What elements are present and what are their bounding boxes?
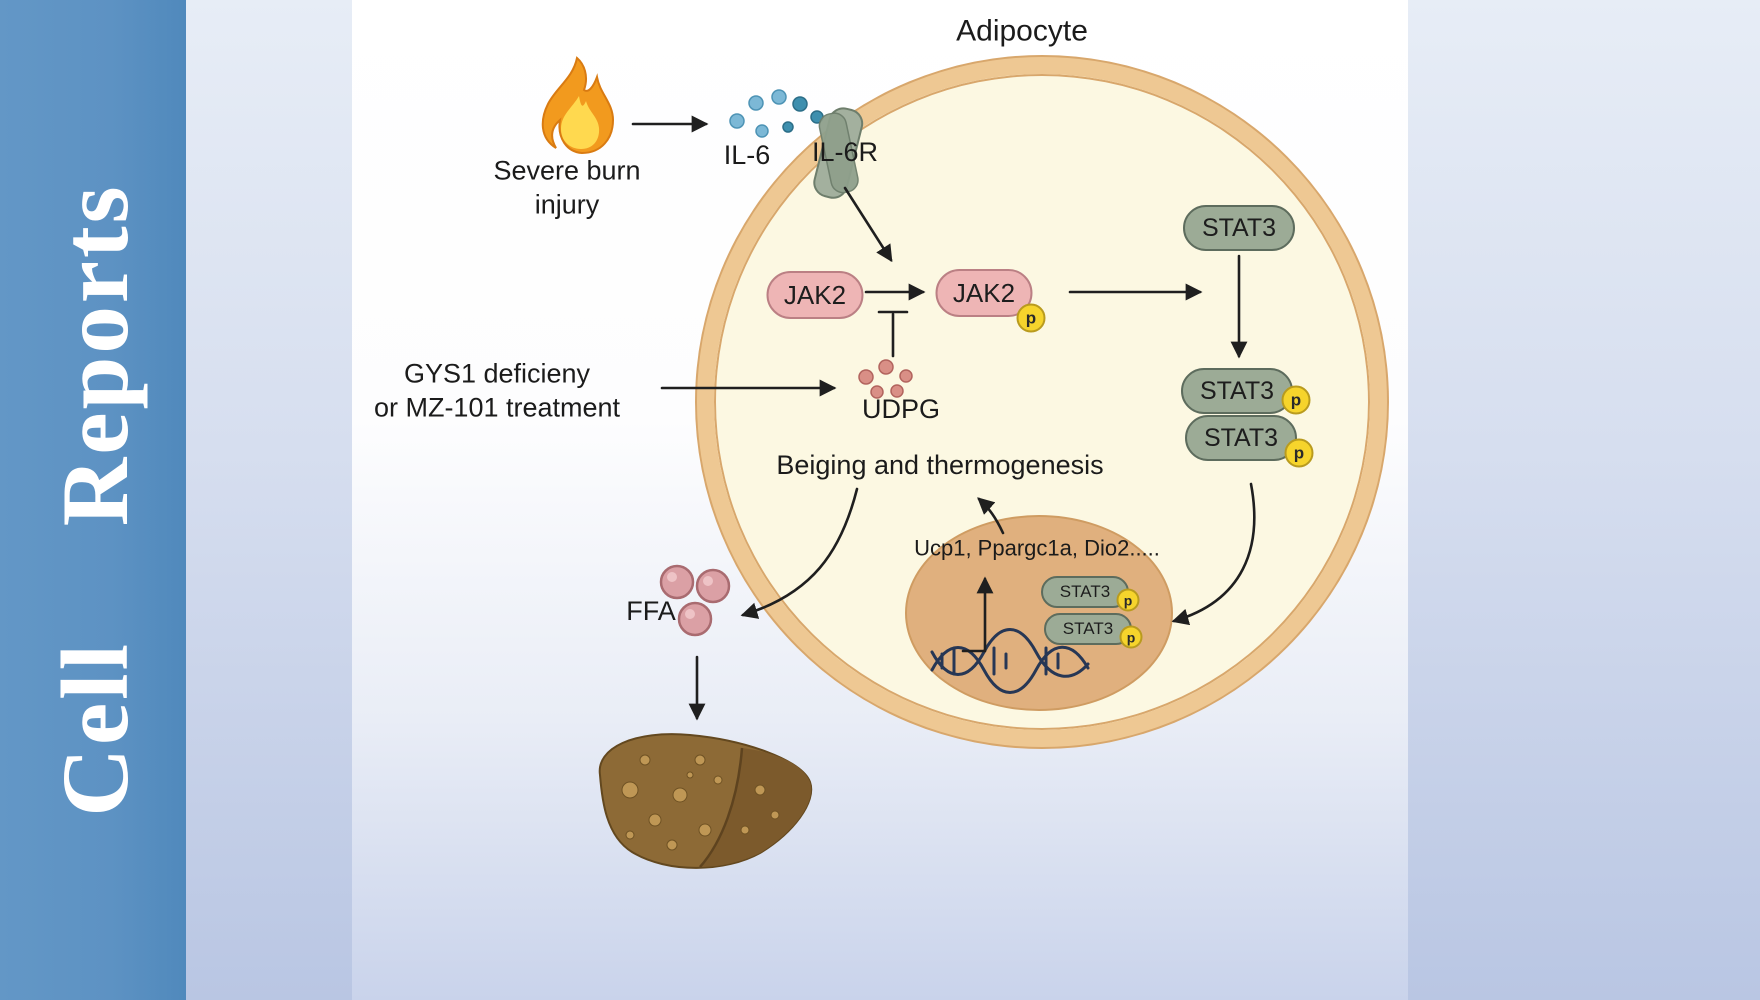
- fire-icon: [541, 56, 615, 155]
- udpg-dots: [858, 359, 913, 399]
- ffa-label: FFA: [626, 596, 676, 627]
- gys1-line1: GYS1 deficieny: [403, 358, 591, 389]
- nucleus: [905, 515, 1173, 711]
- gys1-line2: or MZ-101 treatment: [373, 392, 621, 422]
- severe-burn-label: Severe burn injury: [493, 154, 640, 222]
- arrow-dimer-to-nucleus: [1171, 482, 1256, 626]
- stat3-nuclear-bottom-pill: STAT3: [1044, 613, 1132, 645]
- arrow-beiging-to-ffa: [740, 487, 859, 619]
- stat3-dimer-bottom-pill: STAT3: [1185, 415, 1297, 461]
- severe-burn-line1: Severe burn: [493, 155, 641, 186]
- phospho-badge-nuclear-top: p: [1116, 588, 1140, 612]
- pathway-arrows: [631, 115, 1256, 721]
- il6-label: IL-6: [723, 140, 771, 171]
- jak2-phospho-pill: JAK2: [935, 269, 1033, 317]
- stat3-nuclear-top-pill: STAT3: [1041, 576, 1129, 608]
- adipocyte-title: Adipocyte: [956, 14, 1088, 48]
- udpg-label: UDPG: [861, 394, 941, 425]
- arrow-il6r-to-jak2: [843, 186, 893, 263]
- liver-icon: [598, 733, 813, 869]
- severe-burn-line2: injury: [534, 189, 600, 219]
- dna-icon: [930, 628, 1090, 694]
- phospho-badge-stat3-top: p: [1281, 385, 1311, 415]
- journal-sidebar: Cell Reports: [0, 0, 186, 1000]
- arrow-transcription-up: [961, 576, 994, 653]
- phospho-badge-stat3-bottom: p: [1284, 438, 1314, 468]
- stat3-pill: STAT3: [1183, 205, 1295, 251]
- target-genes-label: Ucp1, Ppargc1a, Dio2.....: [914, 535, 1160, 561]
- gys1-label: GYS1 deficieny or MZ-101 treatment: [374, 357, 620, 425]
- il6r-label: IL-6R: [811, 137, 879, 168]
- stat3-dimer-top-pill: STAT3: [1181, 368, 1293, 414]
- phospho-badge-nuclear-bottom: p: [1119, 625, 1143, 649]
- ffa-dots: [659, 564, 731, 637]
- beiging-label: Beiging and thermogenesis: [776, 450, 1104, 481]
- jak2-pill: JAK2: [766, 271, 864, 319]
- arrow-nucleus-to-beiging: [977, 497, 1005, 535]
- il6-ligand-dots: [729, 89, 824, 138]
- phospho-badge-jak2: p: [1016, 303, 1046, 333]
